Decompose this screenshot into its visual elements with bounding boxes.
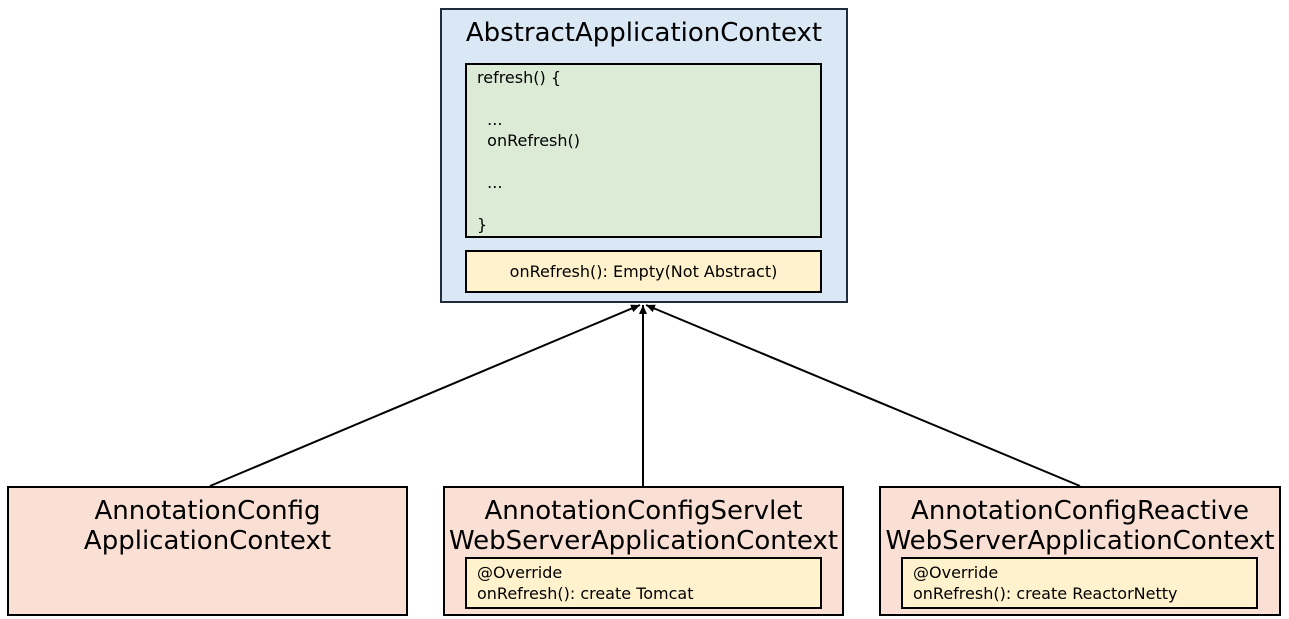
servlet-on-refresh-override-note: @Override onRefresh(): create Tomcat (465, 557, 822, 609)
code-line (477, 151, 810, 172)
override-annotation: @Override (477, 563, 563, 582)
annotation-config-application-context-box: AnnotationConfig ApplicationContext (7, 486, 408, 616)
abstract-application-context-title: AbstractApplicationContext (465, 18, 823, 48)
arrow-annotation-config-to-abstract (209, 304, 641, 487)
code-line: onRefresh() (477, 131, 581, 150)
code-line (477, 193, 810, 214)
reactive-on-refresh-override-note: @Override onRefresh(): create ReactorNet… (901, 557, 1258, 609)
child-title-line1: AnnotationConfigReactive (911, 496, 1249, 526)
code-line: } (477, 215, 488, 234)
child-title-line2: WebServerApplicationContext (448, 526, 839, 556)
code-line: ... (477, 110, 503, 129)
on-refresh-description: onRefresh(): create ReactorNetty (913, 584, 1178, 603)
child-title-line2: ApplicationContext (83, 526, 332, 556)
child-title-line1: AnnotationConfig (94, 496, 321, 526)
child-title-line2: WebServerApplicationContext (885, 526, 1275, 556)
arrow-reactive-to-abstract (645, 304, 1081, 487)
code-line (477, 88, 810, 109)
on-refresh-empty-note: onRefresh(): Empty(Not Abstract) (465, 250, 822, 293)
code-line: refresh() { (477, 68, 561, 87)
override-annotation: @Override (913, 563, 999, 582)
on-refresh-description: onRefresh(): create Tomcat (477, 584, 694, 603)
code-line: ... (477, 173, 503, 192)
child-title-line1: AnnotationConfigServlet (484, 496, 803, 526)
refresh-method-code-block: refresh() { ... onRefresh() ... } (465, 63, 822, 238)
